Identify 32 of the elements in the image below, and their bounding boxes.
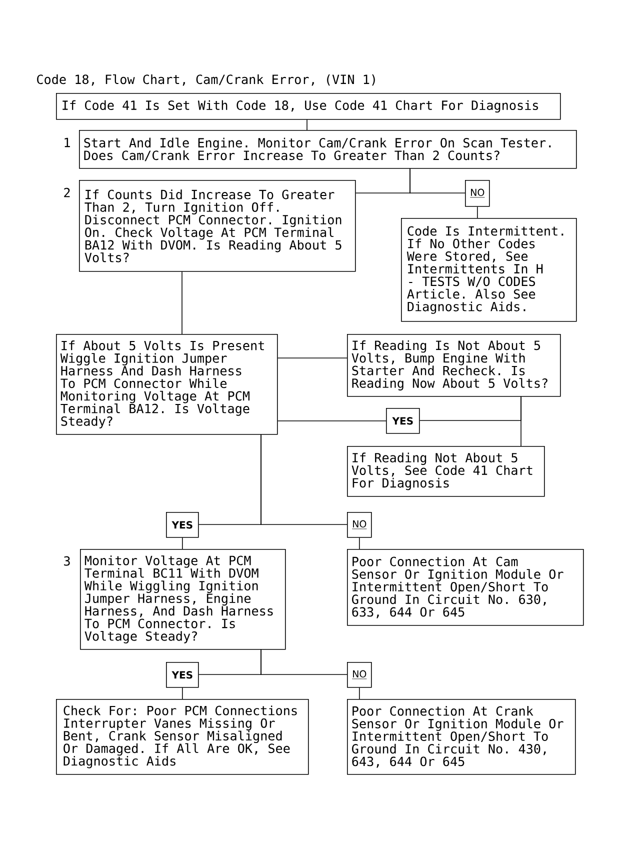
connector-line [182, 687, 183, 700]
branch-label-box: NO [465, 180, 490, 207]
step-number: 3 [64, 556, 70, 566]
process-box: If Counts Did Increase To Greater Than 2, Turn Ignition Off. Disconnect PCM Connector. Ignition On. Check Voltage At PCM Terminal BA12 With DVOM. Is Reading About 5 Volts? [79, 180, 356, 272]
connector-line [410, 168, 466, 194]
process-box: If About 5 Volts Is Present Wiggle Ignition Jumper Harness And Dash Harness To PCM Connector While Monitoring Voltage At PCM Terminal BA12. Is Voltage Steady? [56, 334, 278, 435]
branch-label-box: YES [166, 512, 199, 538]
connector-line [359, 687, 360, 700]
connector-line [520, 396, 522, 446]
process-box: If Code 41 Is Set With Code 18, Use Code 41 Chart For Diagnosis [56, 93, 561, 120]
connector-line [277, 420, 386, 422]
connector-line [477, 206, 478, 218]
branch-label-box: NO [347, 512, 372, 538]
connector-line [306, 119, 308, 130]
process-box: Code Is Intermittent. If No Other Codes Were Stored, See Intermittents In H - TESTS W/O CODES Article. Also See Diagnostic Aids. [401, 218, 577, 322]
title: Code 18, Flow Chart, Cam/Crank Error, (VIN 1) [37, 74, 375, 86]
connector-line [260, 649, 348, 675]
process-box: Poor Connection At Cam Sensor Or Ignition Module Or Intermittent Open/Short To Ground In Circuit No. 630, 633, 644 Or 645 [347, 549, 584, 626]
connector-line [182, 537, 183, 550]
connector-line [359, 537, 360, 550]
branch-label-box: YES [166, 662, 199, 688]
process-box: If Reading Is Not About 5 Volts, Bump Engine With Starter And Recheck. Is Reading Now About 5 Volts? [347, 334, 561, 397]
process-box: Poor Connection At Crank Sensor Or Ignition Module Or Intermittent Open/Short To Ground In Circuit No. 430, 643, 644 Or 645 [347, 699, 576, 775]
process-box: If Reading Not About 5 Volts, See Code 41 Chart For Diagnosis [347, 446, 545, 497]
process-box: Check For: Poor PCM Connections Interrupter Vanes Missing Or Bent, Crank Sensor Misaligned Or Damaged. If All Are OK, See Diagnostic Aids [56, 699, 309, 775]
connector-line [260, 434, 348, 525]
process-box: Monitor Voltage At PCM Terminal BC11 With DVOM While Wiggling Ignition Jumper Harness, Engine Harness, And Dash Harness To PCM Connector. Is Voltage Steady? [80, 549, 286, 650]
branch-label-box: NO [347, 662, 372, 688]
step-number: 1 [64, 138, 70, 148]
process-box: Start And Idle Engine. Monitor Cam/Crank Error On Scan Tester. Does Cam/Crank Error Increase To Greater Than 2 Counts? [79, 130, 577, 169]
branch-label-box: YES [386, 408, 420, 434]
step-number: 2 [64, 188, 70, 198]
